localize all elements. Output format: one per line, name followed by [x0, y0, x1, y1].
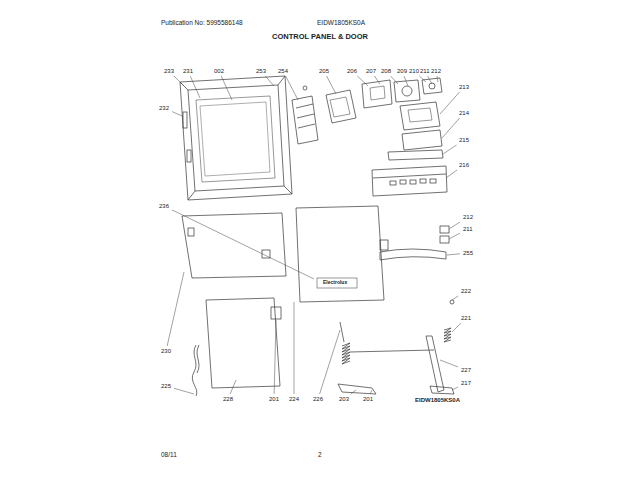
callout-number: 208	[380, 68, 392, 74]
leader-line	[174, 76, 184, 86]
vent-parts	[292, 86, 318, 144]
leader-line	[452, 387, 458, 390]
callout-number: 201	[362, 396, 374, 402]
leader-line	[172, 112, 182, 116]
callout-number: 201	[268, 396, 280, 402]
leader-line	[230, 380, 236, 394]
callout-number: 216	[458, 162, 470, 168]
callout-number: 213	[458, 84, 470, 90]
callout-number: 206	[346, 68, 358, 74]
leader-line	[391, 76, 398, 84]
model-number: EIDW1805KS0A	[414, 397, 461, 403]
callout-number: 221	[460, 315, 472, 321]
callout-number: 230	[160, 348, 172, 354]
leader-line	[446, 170, 457, 178]
page-title: CONTROL PANEL & DOOR	[271, 33, 369, 41]
callout-number: 255	[462, 250, 474, 256]
leader-line	[443, 145, 457, 154]
leader-line	[447, 254, 460, 255]
leader-line	[404, 76, 408, 86]
leader-line	[357, 76, 368, 86]
footer-text: 08/11	[160, 452, 178, 459]
callout-number: 224	[288, 396, 300, 402]
callout-number: 222	[460, 288, 472, 294]
header-text: Publication No: 5995586148	[160, 20, 244, 27]
leader-line	[294, 302, 295, 394]
leader-line	[174, 388, 194, 394]
wire-harness	[192, 345, 199, 396]
callout-number: 211	[462, 226, 474, 232]
leader-line	[374, 76, 380, 84]
leader-line	[449, 222, 460, 229]
callout-number: 253	[255, 68, 267, 74]
header-text: EIDW1805KS0A	[316, 20, 366, 27]
callout-number: 209	[396, 68, 408, 74]
callout-number: 205	[318, 68, 330, 74]
callout-number: 002	[213, 68, 225, 74]
lower-panel	[206, 298, 281, 388]
leader-lines	[167, 76, 461, 394]
leader-line	[437, 76, 438, 82]
leader-line	[370, 390, 372, 394]
callout-number: 212	[462, 214, 474, 220]
leader-line	[274, 320, 276, 394]
footer-text: 2	[317, 452, 323, 459]
leader-line	[327, 76, 336, 94]
leader-line	[452, 296, 458, 300]
callout-number: 233	[163, 68, 175, 74]
leader-line	[221, 76, 232, 100]
door-handle	[380, 226, 449, 260]
brand-logo: Electrolux	[322, 280, 348, 285]
inner-panel	[182, 213, 286, 278]
door-liner	[180, 76, 292, 200]
leader-line	[449, 233, 460, 239]
callout-number: 232	[158, 105, 170, 111]
dispenser	[326, 90, 356, 123]
hinge-assembly	[338, 300, 454, 394]
callout-number: 228	[222, 396, 234, 402]
leader-line	[172, 210, 314, 279]
callout-number: 207	[365, 68, 377, 74]
outer-door-panel	[296, 206, 384, 302]
leader-line	[452, 323, 461, 332]
control-boards	[362, 78, 442, 150]
callout-number: 231	[182, 68, 194, 74]
callout-number: 214	[458, 110, 470, 116]
leader-line	[320, 330, 340, 394]
callout-number: 227	[460, 367, 472, 373]
control-panel	[372, 150, 447, 196]
leader-line	[351, 390, 356, 394]
leader-line	[440, 360, 458, 367]
callout-number: 254	[277, 68, 289, 74]
leader-line	[419, 76, 426, 82]
callout-number: 203	[338, 396, 350, 402]
leader-line	[440, 92, 460, 114]
leader-line	[167, 272, 184, 346]
leader-line	[286, 76, 298, 100]
leader-line	[442, 118, 460, 138]
leader-line	[428, 76, 432, 84]
leader-line	[265, 76, 274, 86]
callout-number: 226	[312, 396, 324, 402]
callout-number: 217	[460, 380, 472, 386]
callout-number: 211	[419, 68, 431, 74]
leader-line	[190, 76, 200, 98]
callout-number: 236	[158, 203, 170, 209]
callout-number: 212	[430, 68, 442, 74]
callout-number: 225	[160, 383, 172, 389]
callout-number: 215	[458, 137, 470, 143]
